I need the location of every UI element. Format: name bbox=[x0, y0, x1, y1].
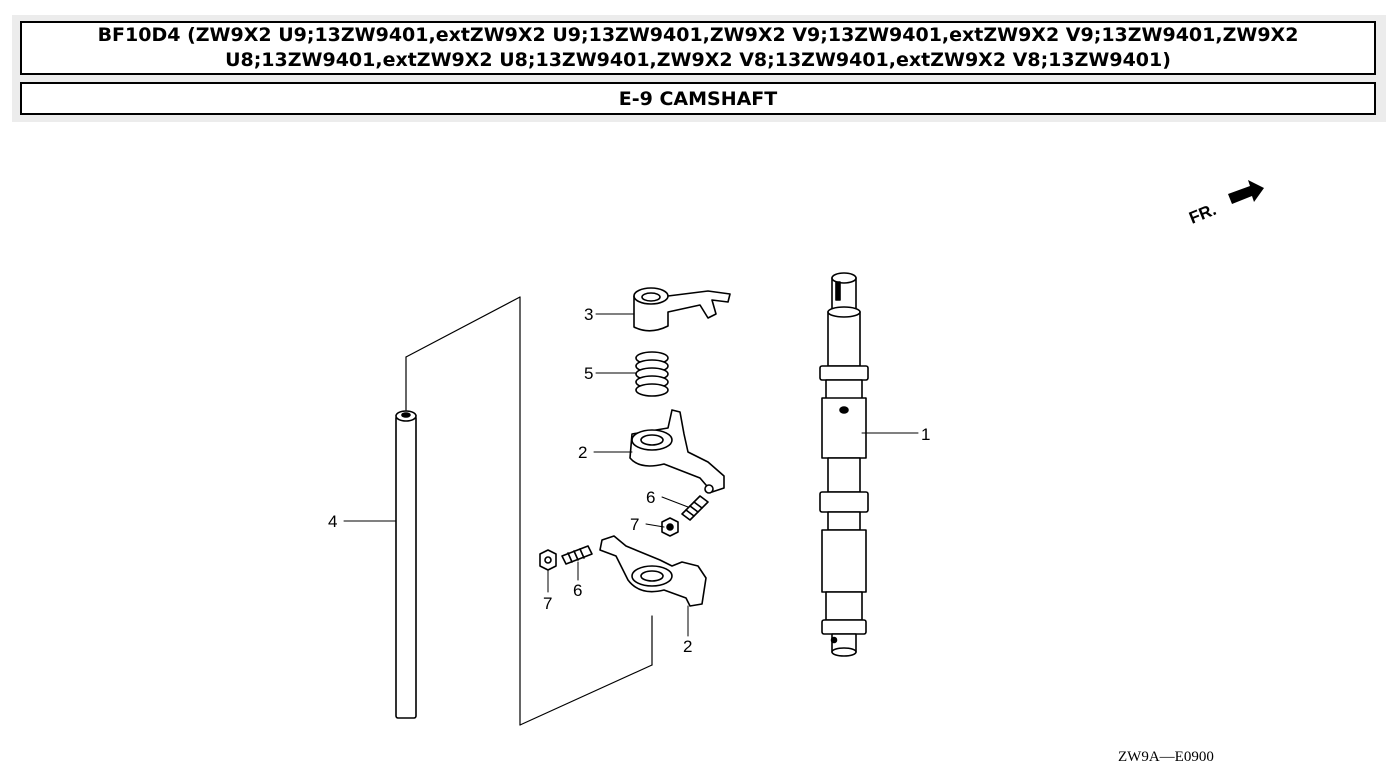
rocker-arm-upper bbox=[629, 409, 725, 493]
rocker-shaft bbox=[395, 410, 417, 719]
nut-lower bbox=[539, 549, 557, 571]
front-direction-arrow bbox=[1228, 180, 1264, 204]
model-title: BF10D4 (ZW9X2 U9;13ZW9401,extZW9X2 U9;13… bbox=[20, 21, 1376, 75]
callout-nut-upper: 7 bbox=[630, 515, 639, 534]
callout-rocker-shaft: 4 bbox=[328, 512, 337, 531]
callout-adjusting-screw-lower: 6 bbox=[573, 581, 582, 600]
callout-camshaft: 1 bbox=[921, 425, 930, 444]
adjusting-screw-upper bbox=[681, 484, 714, 521]
callout-nut-lower: 7 bbox=[543, 594, 552, 613]
leader-lines bbox=[343, 313, 919, 637]
camshaft bbox=[819, 272, 869, 657]
section-title: E-9 CAMSHAFT bbox=[20, 82, 1376, 115]
callout-rocker-arm-lower: 2 bbox=[683, 637, 692, 656]
valve-spring bbox=[635, 351, 669, 397]
diagram-reference-code: ZW9A—E0900 bbox=[1118, 749, 1214, 765]
adjusting-screw-lower bbox=[561, 545, 593, 565]
rocker-arm-lower bbox=[599, 535, 707, 607]
front-indicator-label: FR. bbox=[1186, 200, 1219, 228]
callout-rocker-arm-upper: 2 bbox=[578, 443, 587, 462]
callout-adjusting-screw-upper: 6 bbox=[646, 488, 655, 507]
nut-upper bbox=[661, 517, 679, 537]
callout-rocker-arm-top-cap: 3 bbox=[584, 305, 593, 324]
callout-spring: 5 bbox=[584, 364, 593, 383]
rocker-arm-top-cap bbox=[633, 287, 731, 332]
assembly-outline bbox=[405, 296, 653, 726]
